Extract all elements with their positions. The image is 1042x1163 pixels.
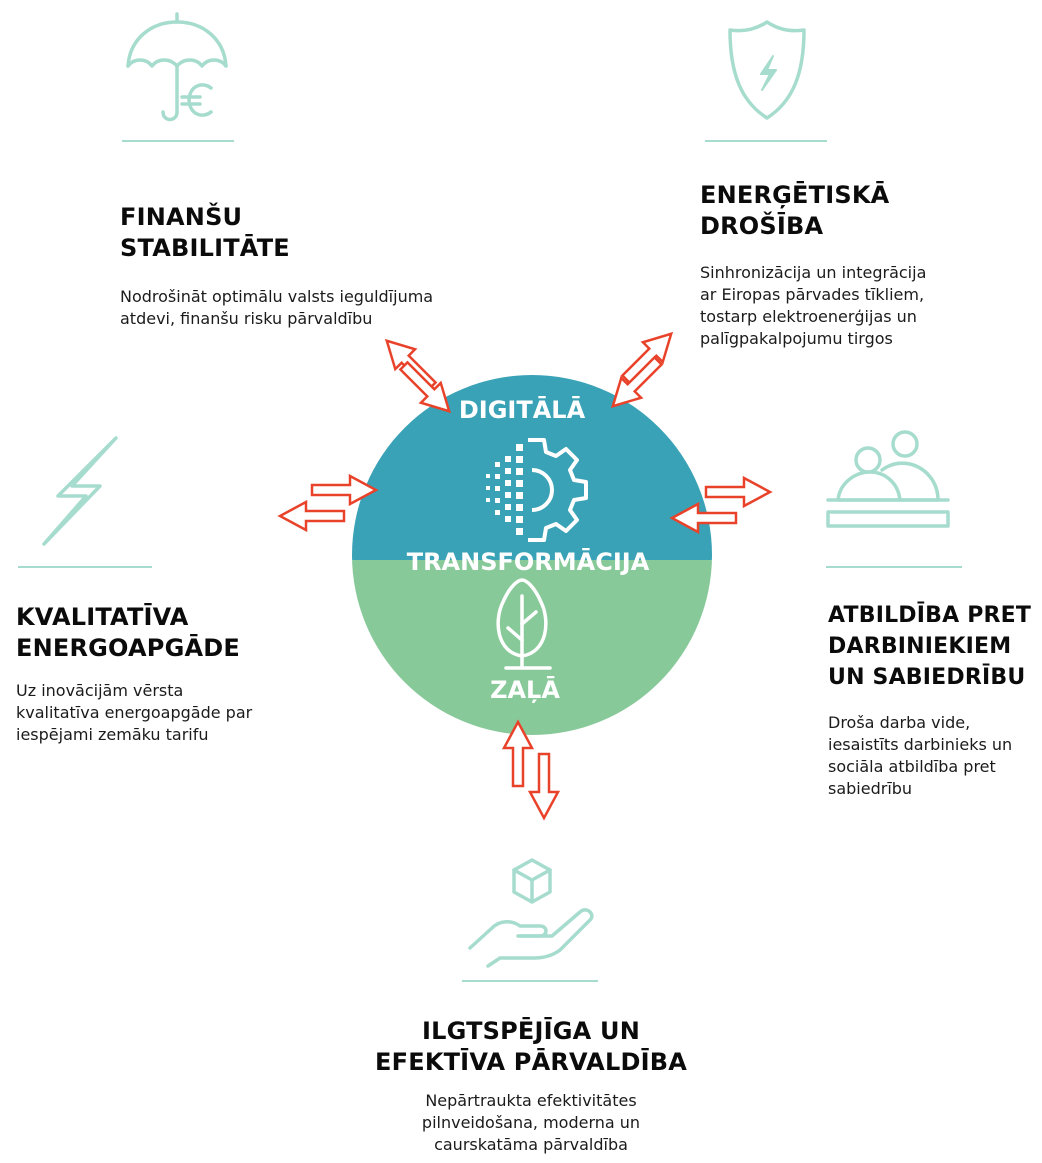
governance-title: ILGTSPĒJĪGA UN EFEKTĪVA PĀRVALDĪBA: [331, 1016, 731, 1078]
quality-supply-desc-line: iespējami zemāku tarifu: [16, 725, 209, 744]
governance-desc-line: Nepārtraukta efektivitātes: [425, 1091, 637, 1110]
energy-security-description: Sinhronizācija un integrācija ar Eiropas…: [700, 262, 926, 350]
arrow-from-governance: [527, 752, 561, 821]
responsibility-desc-line: iesaistīts darbinieks un: [828, 735, 1013, 754]
responsibility-desc-line: sociāla atbildība pret: [828, 757, 996, 776]
financial-description: Nodrošināt optimālu valsts ieguldījuma a…: [120, 286, 433, 330]
arrow-from-responsibility: [669, 501, 738, 535]
hand-cube-icon: [468, 858, 594, 968]
digital-gear-icon: [486, 438, 588, 542]
responsibility-rule: [826, 566, 962, 568]
energy-security-desc-line: tostarp elektroenerģijas un: [700, 307, 917, 326]
arrow-to-responsibility: [704, 475, 773, 509]
energy-security-title-line: ENERĢĒTISKĀ: [700, 181, 890, 209]
umbrella-euro-icon: [126, 12, 228, 122]
financial-rule: [122, 140, 234, 142]
energy-security-title-line: DROŠĪBA: [700, 212, 824, 240]
responsibility-desc-line: Droša darba vide,: [828, 713, 971, 732]
tree-icon: [496, 578, 552, 670]
financial-title: FINANŠU STABILITĀTE: [120, 202, 290, 264]
financial-title-line: FINANŠU: [120, 203, 243, 231]
financial-desc-line: Nodrošināt optimālu valsts ieguldījuma: [120, 287, 434, 306]
governance-desc-line: caurskatāma pārvaldība: [434, 1135, 628, 1154]
responsibility-title: ATBILDĪBA PRET DARBINIEKIEM UN SABIEDRĪB…: [828, 600, 1031, 693]
transformation-hub: DIGITĀLĀ TRANSFORMĀCIJA ZAĻĀ: [352, 375, 712, 735]
governance-title-line: EFEKTĪVA PĀRVALDĪBA: [375, 1048, 687, 1076]
energy-security-desc-line: ar Eiropas pārvades tīkliem,: [700, 285, 925, 304]
shield-lightning-icon: [728, 20, 806, 120]
energy-security-title: ENERĢĒTISKĀ DROŠĪBA: [700, 180, 889, 242]
lightning-icon: [42, 436, 118, 546]
arrow-from-quality-supply: [277, 499, 346, 533]
quality-supply-rule: [18, 566, 152, 568]
governance-rule: [462, 980, 598, 982]
arrow-from-energy-security: [610, 355, 664, 409]
hub-label-transformation: TRANSFORMĀCIJA: [407, 547, 650, 576]
governance-description: Nepārtraukta efektivitātes pilnveidošana…: [381, 1090, 681, 1156]
financial-title-line: STABILITĀTE: [120, 234, 290, 262]
governance-title-line: ILGTSPĒJĪGA UN: [421, 1017, 640, 1045]
arrow-to-quality-supply: [310, 473, 379, 507]
energy-security-rule: [705, 140, 827, 142]
responsibility-title-line: ATBILDĪBA PRET: [828, 603, 1032, 628]
quality-supply-title: KVALITATĪVA ENERGOAPGĀDE: [16, 602, 240, 664]
quality-supply-description: Uz inovācijām vērsta kvalitatīva energoa…: [16, 680, 252, 746]
responsibility-title-line: DARBINIEKIEM: [828, 634, 1012, 659]
quality-supply-desc-line: kvalitatīva energoapgāde par: [16, 703, 253, 722]
responsibility-desc-line: sabiedrību: [828, 779, 913, 798]
responsibility-title-line: UN SABIEDRĪBU: [828, 665, 1026, 690]
financial-desc-line: atdevi, finanšu risku pārvaldību: [120, 309, 373, 328]
arrow-to-governance: [501, 719, 535, 788]
hub-label-digital: DIGITĀLĀ: [459, 395, 586, 424]
quality-supply-title-line: KVALITATĪVA: [16, 603, 189, 631]
arrow-from-financial: [398, 360, 452, 414]
energy-security-desc-line: palīgpakalpojumu tirgos: [700, 329, 893, 348]
energy-security-desc-line: Sinhronizācija un integrācija: [700, 263, 927, 282]
hub-label-green: ZAĻĀ: [490, 675, 560, 704]
quality-supply-desc-line: Uz inovācijām vērsta: [16, 681, 184, 700]
quality-supply-title-line: ENERGOAPGĀDE: [16, 634, 240, 662]
governance-desc-line: pilnveidošana, moderna un: [421, 1113, 641, 1132]
responsibility-description: Droša darba vide, iesaistīts darbinieks …: [828, 712, 1012, 800]
people-icon: [826, 430, 950, 528]
